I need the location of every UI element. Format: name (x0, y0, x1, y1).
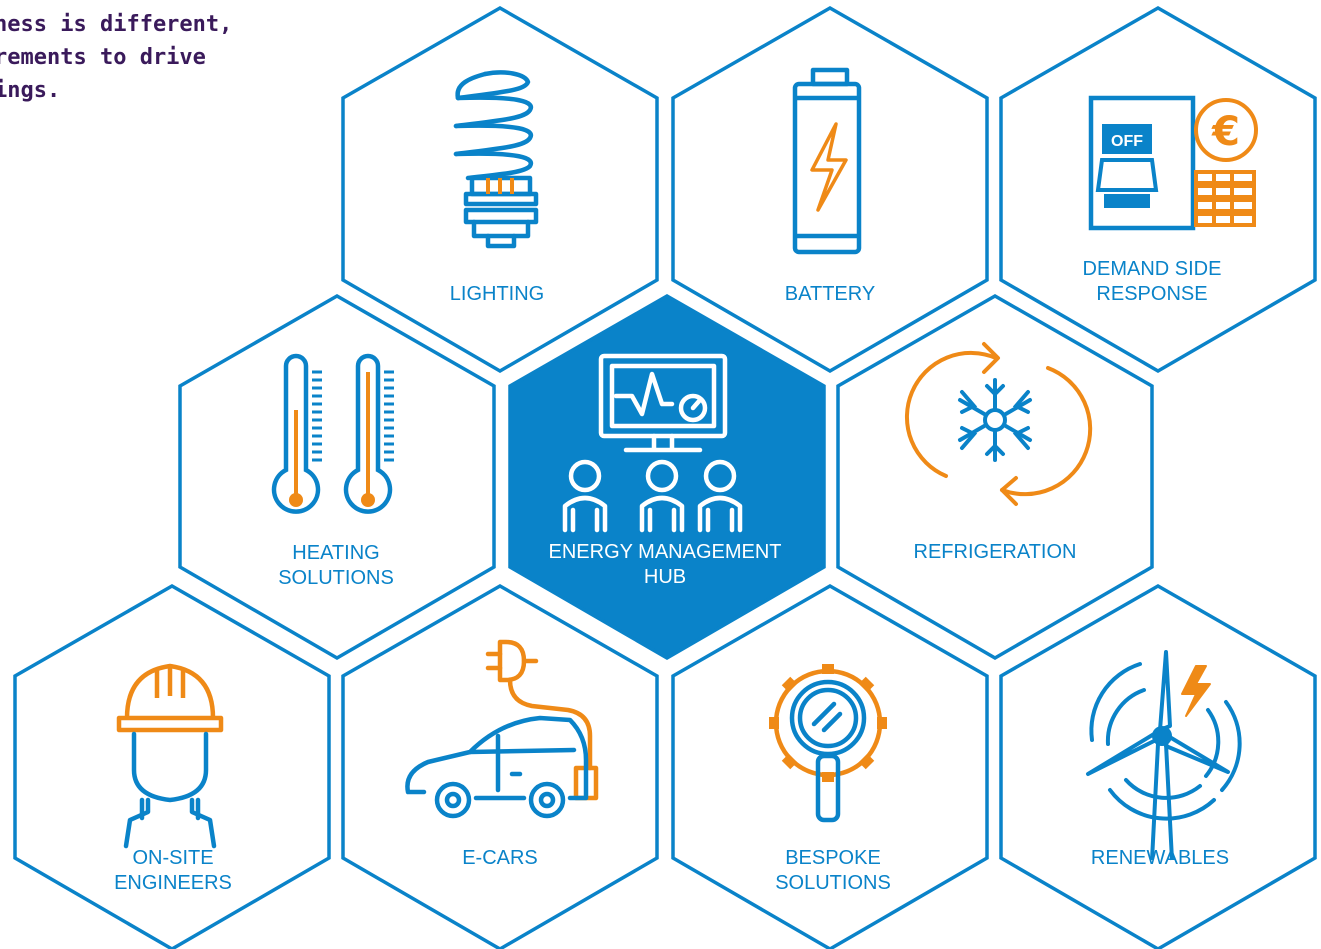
wind-turbine-icon (1086, 650, 1230, 861)
hex-refrigeration[interactable]: REFRIGERATION (836, 293, 1154, 661)
label-battery: BATTERY (785, 283, 875, 305)
hexagon-outline (178, 293, 496, 661)
intro-text: ness is different, rements to drive ings… (0, 8, 314, 107)
label-lighting: LIGHTING (450, 283, 544, 305)
hexagon-outline (13, 583, 331, 949)
label-bespoke-line-2: SOLUTIONS (775, 872, 891, 894)
hard-hat-icon (116, 663, 224, 733)
label-demand-line-1: DEMAND SIDE (1083, 258, 1222, 280)
hexagon-filled (508, 293, 826, 661)
euro-symbol: € (1211, 109, 1240, 155)
label-hub-line-1: ENERGY MANAGEMENT (549, 541, 782, 563)
engineer-icon (123, 731, 217, 849)
off-switch-label: OFF (1111, 133, 1143, 150)
hex-renewables[interactable]: RENEWABLES (999, 583, 1317, 949)
intro-line-2: rements to drive (0, 45, 206, 70)
hexagon-outline (836, 293, 1154, 661)
hex-on-site-engineers[interactable]: ON-SITE ENGINEERS (13, 583, 331, 949)
thermometer-icon (343, 353, 394, 514)
label-demand-line-2: RESPONSE (1096, 283, 1207, 305)
hex-demand-side-response[interactable]: OFF € DEMAND SIDE RESPONSE (999, 5, 1317, 374)
hex-lighting[interactable]: LIGHTING (341, 5, 659, 374)
bulb-filament-icon (486, 178, 514, 194)
hex-heating-solutions[interactable]: HEATING SOLUTIONS (178, 293, 496, 661)
lightning-bolt-icon (810, 122, 848, 212)
label-engineers-line-1: ON-SITE (132, 847, 213, 869)
intro-line-3: ings. (0, 78, 61, 103)
off-switch-icon: OFF (1088, 95, 1196, 231)
label-ecars: E-CARS (462, 847, 538, 869)
hex-bespoke-solutions[interactable]: BESPOKE SOLUTIONS (671, 583, 989, 949)
hex-battery[interactable]: BATTERY (671, 5, 989, 374)
lightning-bolt-icon (1181, 665, 1211, 717)
label-engineers-line-2: ENGINEERS (114, 872, 232, 894)
hex-energy-management-hub[interactable]: ENERGY MANAGEMENT HUB (508, 293, 826, 661)
label-refrigeration: REFRIGERATION (914, 541, 1077, 563)
thermometer-icon (271, 353, 322, 514)
car-icon (405, 715, 589, 819)
label-bespoke-line-1: BESPOKE (785, 847, 881, 869)
wind-arcs-icon (1089, 662, 1242, 821)
monitor-team-icon (562, 353, 743, 533)
label-renewables: RENEWABLES (1091, 847, 1229, 869)
battery-icon (792, 67, 862, 255)
magnifier-icon (789, 679, 867, 823)
cycle-arrows-icon (904, 342, 1093, 506)
label-heating-line-2: SOLUTIONS (278, 567, 394, 589)
intro-line-1: ness is different, (0, 12, 233, 37)
label-heating-line-1: HEATING (292, 542, 379, 564)
snowflake-icon (958, 378, 1032, 462)
hex-e-cars[interactable]: E-CARS (341, 583, 659, 949)
euro-coins-icon: € (1194, 98, 1258, 227)
label-hub-line-2: HUB (644, 566, 686, 588)
